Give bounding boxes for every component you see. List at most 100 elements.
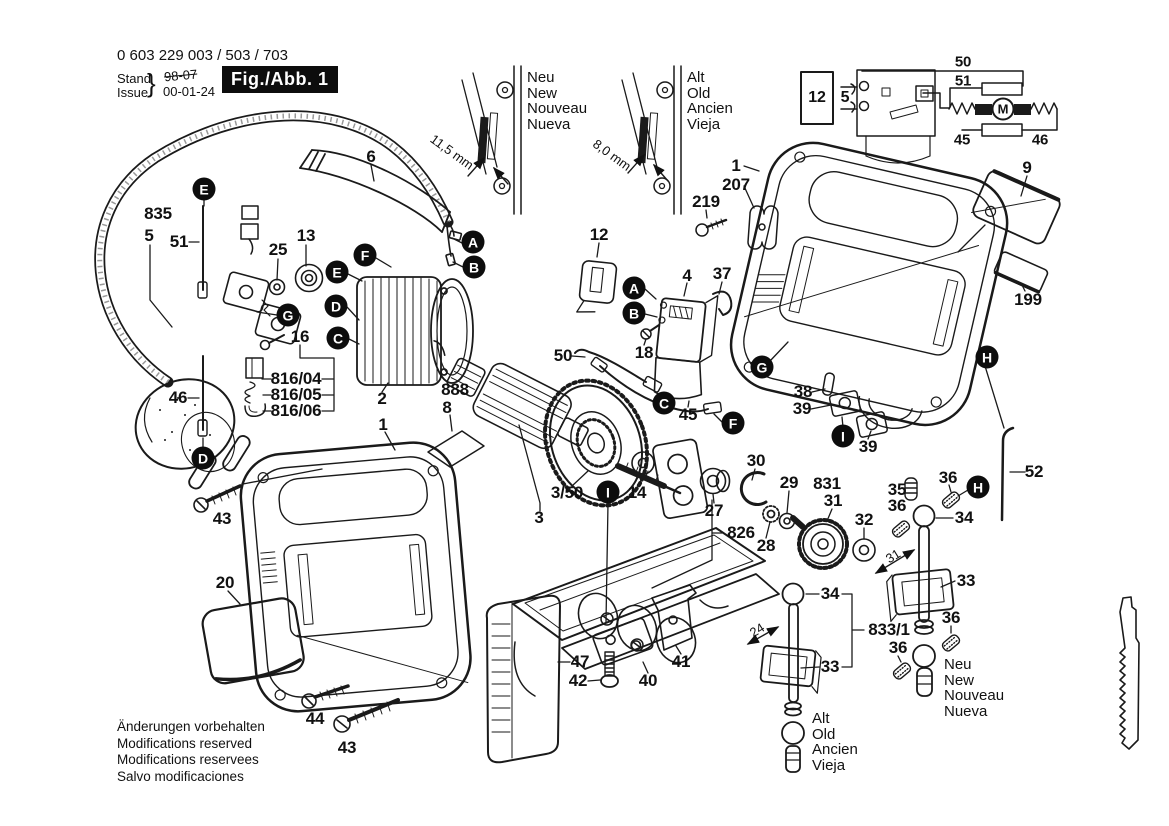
pin-36-d	[892, 662, 912, 680]
callout-33: 33	[820, 657, 840, 676]
callout-9: 9	[1022, 158, 1032, 177]
notice-line: Änderungen vorbehalten	[117, 719, 265, 734]
figure-label: Fig./Abb. 1	[222, 66, 338, 93]
callout-1: 1	[731, 156, 741, 175]
inset-old-line: Vieja	[687, 115, 721, 133]
variant-old-line: Vieja	[812, 756, 846, 774]
callout-27: 27	[704, 501, 724, 520]
carbon-brush-upper	[240, 205, 259, 255]
callout-44: 44	[305, 709, 325, 728]
badge-G: G	[276, 303, 300, 327]
callout-28: 28	[756, 536, 776, 555]
callout-34: 34	[820, 584, 840, 603]
badge-A: A	[461, 230, 485, 254]
callout-45: 45	[678, 405, 698, 424]
pin-36-b	[891, 520, 911, 538]
callout-16: 16	[290, 327, 310, 346]
brush-set-816	[244, 357, 267, 418]
variant-new-line: Neu	[944, 656, 972, 673]
callout-51: 51	[169, 232, 189, 251]
variant-old-line: Alt	[812, 710, 830, 727]
badge-B: B	[462, 255, 486, 279]
callout-833/1: 833/1	[868, 620, 910, 639]
inset-old-line: Old	[687, 84, 711, 102]
variant-new-labels: Neu New Nouveau Nueva	[944, 657, 1004, 719]
badge-C: C	[326, 326, 350, 350]
notice-line: Modifications reserved	[117, 735, 253, 751]
sticker-9	[971, 169, 1061, 245]
callout-8: 8	[442, 398, 452, 417]
pin-36-a	[941, 491, 961, 509]
leader-lines	[149, 164, 1028, 682]
variant-old-line: Old	[812, 725, 836, 743]
variant-new-line: Nueva	[944, 702, 988, 720]
badge-D: D	[191, 446, 215, 470]
washer-25	[268, 278, 286, 296]
callout-39: 39	[792, 399, 812, 418]
screw-44	[301, 684, 350, 709]
callout-33: 33	[956, 571, 976, 590]
callout-6: 6	[366, 147, 376, 166]
badge-D: D	[324, 294, 348, 318]
plunger-rod-right	[886, 525, 955, 697]
ball-34-left	[781, 582, 805, 606]
mains-plug	[134, 378, 251, 490]
pin-38	[822, 372, 835, 396]
callout-47: 47	[570, 652, 590, 671]
callout-43: 43	[212, 509, 232, 528]
cord-guard	[299, 149, 451, 233]
callout-25: 25	[268, 240, 288, 259]
sticker-888	[427, 430, 485, 468]
callout-2: 2	[377, 389, 387, 408]
callout-13: 13	[296, 226, 316, 245]
callout-3: 3	[534, 508, 544, 527]
notice-line: Modifications reservees	[117, 752, 259, 767]
terminal-wire-46	[197, 355, 208, 437]
badge-B: B	[622, 301, 646, 325]
callout-45: 45	[953, 131, 971, 149]
callout-888: 888	[441, 380, 469, 399]
screw-219	[695, 218, 728, 237]
pin-36-c	[941, 634, 961, 652]
housing-left	[239, 441, 472, 713]
badge-F: F	[353, 243, 377, 267]
badge-E: E	[325, 260, 349, 284]
callout-20: 20	[215, 573, 235, 592]
circlip-30	[739, 471, 768, 507]
cover-20	[201, 597, 305, 685]
callout-831: 831	[813, 474, 841, 493]
callout-50: 50	[553, 346, 573, 365]
spring-rod-52	[1000, 426, 1015, 522]
power-cord	[94, 110, 454, 388]
callout-46: 46	[168, 388, 188, 407]
gear-831	[790, 515, 849, 570]
callout-816/06: 816/06	[270, 401, 322, 420]
deflector-12	[576, 260, 618, 313]
callout-207: 207	[722, 175, 750, 194]
document-number: 0 603 229 003 / 503 / 703	[117, 47, 288, 64]
inset-old-line: Ancien	[687, 100, 733, 117]
lever-37	[712, 290, 733, 316]
badge-H: H	[975, 345, 999, 369]
callout-50: 50	[954, 53, 972, 71]
issue-date: 00-01-24	[163, 84, 216, 99]
inset-new-line: Nueva	[527, 115, 571, 133]
cover-47	[485, 594, 561, 764]
callout-40: 40	[638, 671, 658, 690]
inset-new-line: New	[527, 84, 558, 102]
callout-199: 199	[1014, 290, 1042, 309]
callout-816/04: 816/04	[270, 369, 322, 388]
inset-old-detail	[621, 65, 682, 215]
callout-816/05: 816/05	[270, 385, 322, 404]
terminal-pin-51	[197, 205, 208, 299]
inset-new-line: Nouveau	[527, 100, 588, 117]
modifications-notice: Änderungen vorbehalten Modifications res…	[117, 719, 265, 785]
inset-new-line: Neu	[527, 69, 555, 86]
screw-18	[640, 324, 660, 340]
nut-39-a	[828, 390, 861, 417]
issue-label: Issue	[117, 85, 149, 100]
callout-18: 18	[634, 343, 654, 362]
nut-39-b	[855, 411, 888, 438]
callout-52: 52	[1024, 462, 1044, 481]
